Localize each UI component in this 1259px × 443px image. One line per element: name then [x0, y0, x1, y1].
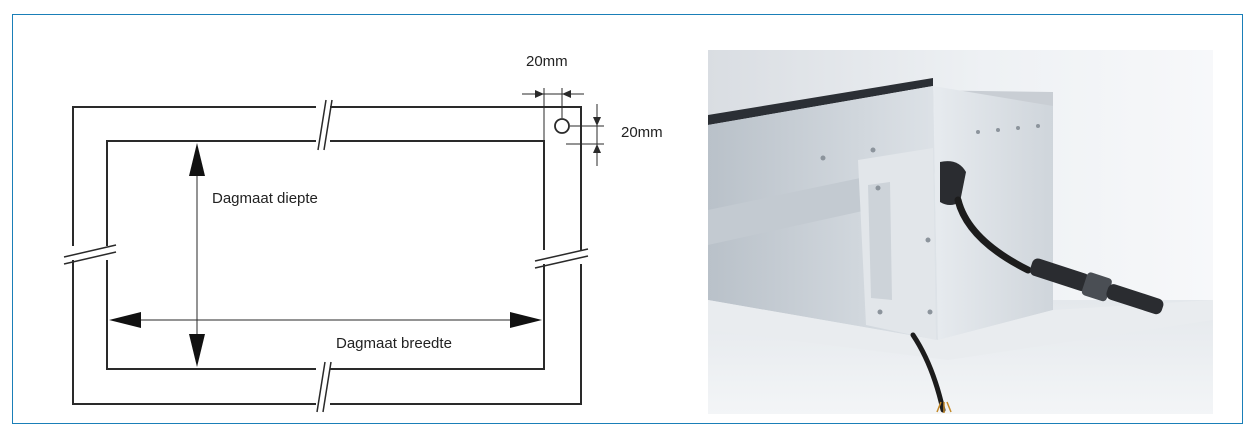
mounting-hole-detail	[522, 88, 604, 166]
break-marks	[63, 99, 589, 413]
frame-outlines	[72, 106, 582, 405]
installation-dimension-diagram: 20mm 20mm Dagmaat diepte Dagmaat breedte	[63, 53, 663, 413]
product-photo	[708, 50, 1213, 414]
depth-dimension-arrow	[189, 143, 205, 367]
dim-vertical-label: 20mm	[621, 124, 663, 141]
inner-opening-outline	[106, 140, 545, 370]
mounting-hole	[554, 118, 570, 134]
width-dimension-arrow	[109, 312, 542, 328]
depth-label: Dagmaat diepte	[212, 190, 318, 207]
dim-horizontal-label: 20mm	[526, 53, 568, 70]
width-label: Dagmaat breedte	[336, 335, 452, 352]
outer-frame-outline	[72, 106, 582, 405]
